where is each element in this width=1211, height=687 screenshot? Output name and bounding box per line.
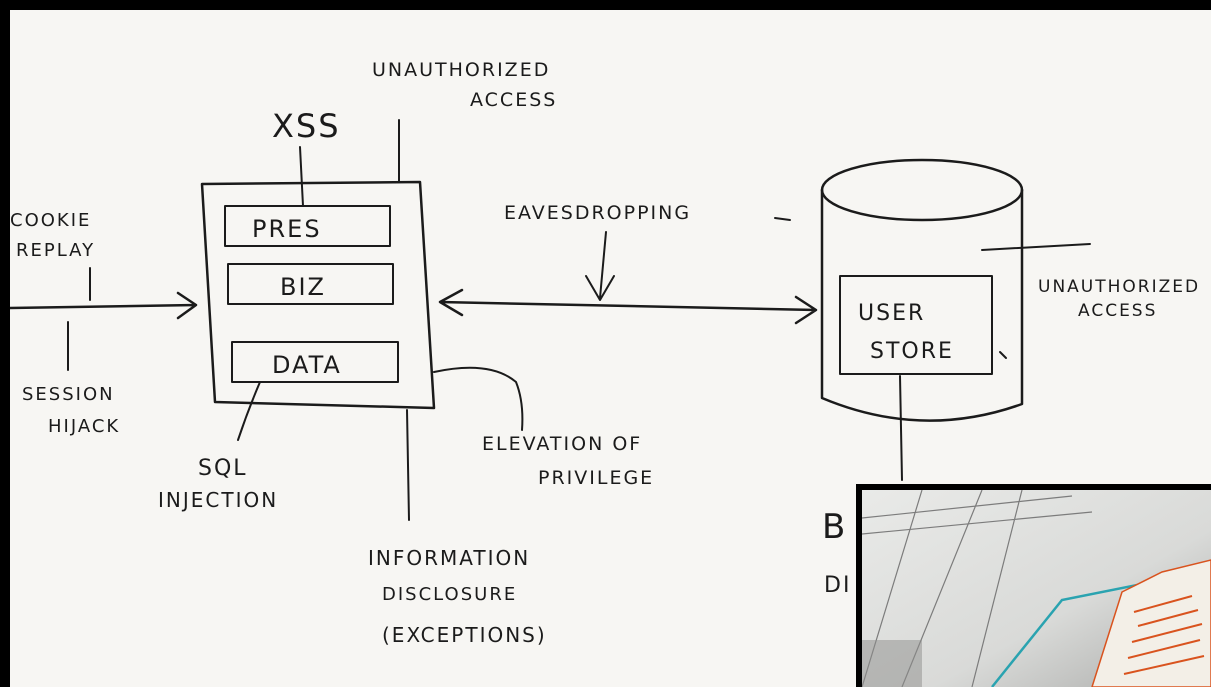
user-store-label-line1: USER bbox=[858, 301, 925, 326]
diagram-frame: PRES BIZ DATA XSS UNAUTHORIZED ACCESS CO… bbox=[10, 10, 1211, 687]
threat-cookie-replay-line1: COOKIE bbox=[10, 210, 91, 231]
threat-information-disclosure-line3: (EXCEPTIONS) bbox=[382, 623, 547, 647]
threat-session-hijack-line2: HIJACK bbox=[48, 416, 120, 437]
user-store-box-corner bbox=[999, 351, 1007, 359]
handwritten-scribbles bbox=[1123, 595, 1205, 675]
table-grid-lines bbox=[862, 490, 1093, 687]
unauthorized-access-store-line bbox=[981, 243, 1091, 251]
threat-sql-injection-line2: INJECTION bbox=[158, 488, 278, 512]
app-to-store-arrow bbox=[438, 288, 818, 325]
threat-elevation-of-privilege-line1: ELEVATION OF bbox=[482, 433, 642, 455]
partial-text-b: B bbox=[822, 507, 847, 547]
threat-information-disclosure-line1: INFORMATION bbox=[368, 546, 530, 570]
layer-box-pres bbox=[224, 205, 391, 247]
eavesdropping-arrow bbox=[585, 231, 615, 301]
threat-cookie-replay-line2: REPLAY bbox=[16, 240, 95, 261]
threat-unauthorized-access-store-line2: ACCESS bbox=[1078, 301, 1157, 321]
elevation-of-privilege-line bbox=[433, 366, 524, 431]
threat-unauthorized-access-store-line1: UNAUTHORIZED bbox=[1038, 277, 1200, 297]
layer-label-pres: PRES bbox=[252, 215, 322, 243]
user-store-label-line2: STORE bbox=[870, 339, 954, 364]
user-store-box bbox=[839, 275, 993, 375]
inset-photo bbox=[862, 490, 1211, 687]
threat-diagram: PRES BIZ DATA XSS UNAUTHORIZED ACCESS CO… bbox=[10, 59, 1200, 647]
threat-elevation-of-privilege-line2: PRIVILEGE bbox=[538, 467, 654, 489]
threat-eavesdropping: EAVESDROPPING bbox=[504, 202, 691, 224]
incoming-request-arrow bbox=[10, 291, 198, 320]
whiteboard-photo bbox=[862, 490, 1211, 687]
photo-shadow bbox=[862, 640, 922, 687]
note-card bbox=[1091, 559, 1211, 687]
layer-box-biz bbox=[227, 263, 394, 305]
threat-session-hijack-line1: SESSION bbox=[22, 384, 115, 405]
app-server-box bbox=[200, 180, 436, 410]
threat-sql-injection-line1: SQL bbox=[198, 456, 248, 481]
threat-xss: XSS bbox=[272, 107, 341, 145]
layer-label-data: DATA bbox=[272, 351, 342, 379]
layer-label-biz: BIZ bbox=[280, 273, 326, 301]
layer-box-data bbox=[231, 341, 399, 383]
partial-text-di: DI bbox=[824, 573, 851, 598]
stray-mark bbox=[774, 217, 791, 221]
threat-unauthorized-access-top-line1: UNAUTHORIZED bbox=[372, 59, 550, 81]
threat-unauthorized-access-top-line2: ACCESS bbox=[470, 89, 557, 111]
user-store-down-line bbox=[899, 375, 903, 481]
inset-photo-frame[interactable] bbox=[856, 484, 1211, 687]
user-store-cylinder-top bbox=[820, 158, 1024, 222]
user-store-cylinder-body bbox=[820, 188, 1024, 422]
xss-line bbox=[299, 146, 304, 207]
threat-information-disclosure-line2: DISCLOSURE bbox=[382, 584, 517, 605]
sql-injection-line bbox=[237, 381, 261, 441]
information-disclosure-line bbox=[406, 409, 410, 521]
